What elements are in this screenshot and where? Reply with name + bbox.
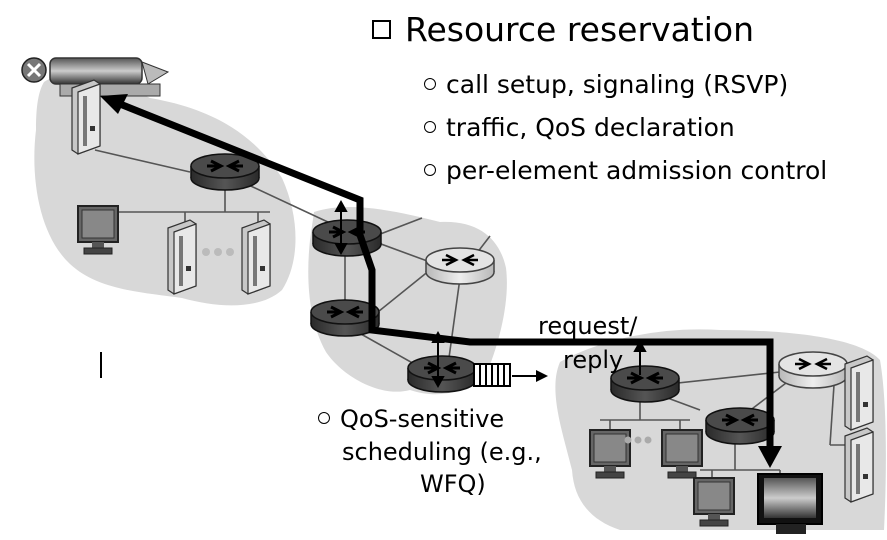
ellipsis-dots xyxy=(624,436,652,444)
source-server-icon xyxy=(71,79,101,155)
request-label: request/ xyxy=(538,312,638,340)
heading-title: Resource reservation xyxy=(405,10,754,49)
bullet-item: per-element admission control xyxy=(424,156,827,185)
ellipsis-dots xyxy=(202,248,234,256)
bullet-text: call setup, signaling (RSVP) xyxy=(446,70,789,99)
server-icon xyxy=(844,355,874,431)
router-icon xyxy=(311,218,383,258)
queue-buffer-icon xyxy=(473,363,511,387)
bullet-text: traffic, QoS declaration xyxy=(446,113,735,142)
router-icon xyxy=(189,152,261,192)
bullet-item: traffic, QoS declaration xyxy=(424,113,735,142)
reserved-path xyxy=(108,96,774,452)
router-icon xyxy=(406,354,478,394)
heading: Resource reservation xyxy=(372,10,754,49)
circle-bullet-icon xyxy=(424,121,436,133)
circle-bullet-icon xyxy=(424,164,436,176)
router-icon xyxy=(777,350,849,390)
circle-bullet-icon xyxy=(424,78,436,90)
path-arrowhead xyxy=(100,94,128,114)
scheduling-label-line3: WFQ) xyxy=(420,470,486,498)
bullet-item: call setup, signaling (RSVP) xyxy=(424,70,788,99)
forward-arrow xyxy=(512,370,548,382)
scheduling-label-line2: scheduling (e.g., xyxy=(342,438,542,466)
server-icon xyxy=(844,427,874,503)
bullet-text: per-element admission control xyxy=(446,156,828,185)
square-bullet-icon xyxy=(372,20,391,39)
signal-arrows xyxy=(334,199,647,389)
router-icon xyxy=(704,406,776,446)
display-screen-icon xyxy=(757,473,823,534)
reply-label: reply xyxy=(563,346,624,374)
path-arrowhead xyxy=(758,446,782,468)
scheduling-label-line1: QoS-sensitive xyxy=(318,405,504,433)
router-icon xyxy=(424,246,496,286)
server-icon xyxy=(241,219,271,295)
circle-bullet-icon xyxy=(318,412,330,424)
server-icon xyxy=(167,219,197,295)
